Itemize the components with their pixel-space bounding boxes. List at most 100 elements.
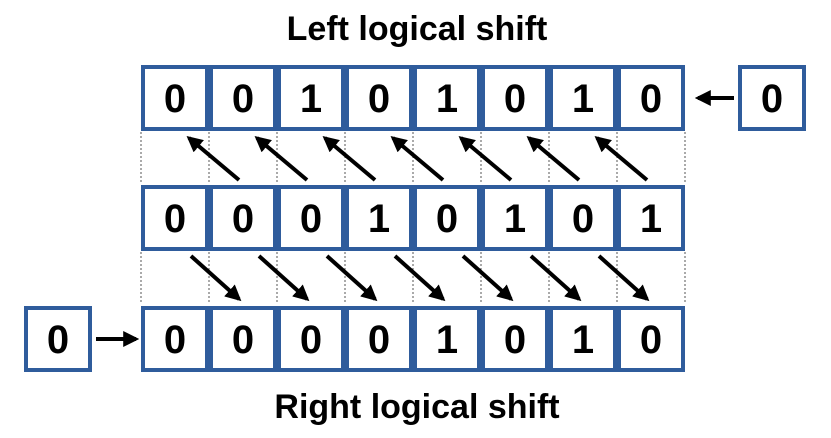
left-shift-arrow-3 xyxy=(322,135,377,182)
right-shift-row-bit-5: 0 xyxy=(481,306,549,372)
left-shift-row-bit-2-value: 1 xyxy=(300,77,322,121)
left-shift-row-bit-7-value: 0 xyxy=(640,77,662,121)
original-row-bit-7: 1 xyxy=(617,185,685,251)
left-shift-arrow-6 xyxy=(526,135,581,182)
right-shift-arrow-2 xyxy=(325,254,378,302)
right-shift-title: Right logical shift xyxy=(274,388,559,426)
original-row-bit-4-value: 0 xyxy=(436,197,458,241)
right-shift-row-bit-1-box xyxy=(209,306,277,372)
left-shift-title: Left logical shift xyxy=(287,10,548,48)
original-row-bit-6: 0 xyxy=(549,185,617,251)
original-row-bit-6-box xyxy=(549,185,617,251)
left-shift-row-bit-7: 0 xyxy=(617,65,685,131)
right-shift-arrow-6 xyxy=(597,254,650,302)
right-shift-row-bit-3-value: 0 xyxy=(368,318,390,362)
right-shift-row-bit-5-box xyxy=(481,306,549,372)
right-shift-row-bit-4-box xyxy=(413,306,481,372)
left-shift-row: 0 0 1 0 1 0 1 0 xyxy=(141,65,685,131)
original-row-bit-1-box xyxy=(209,185,277,251)
right-shift-row-bit-6: 1 xyxy=(549,306,617,372)
left-shift-row-bit-0-box xyxy=(141,65,209,131)
left-shift-row-bit-3-box xyxy=(345,65,413,131)
original-row-bit-7-box xyxy=(617,185,685,251)
right-shift-arrow-1 xyxy=(257,254,310,302)
original-row-bit-1-value: 0 xyxy=(232,197,254,241)
original-row-bit-7-value: 1 xyxy=(640,197,662,241)
left-shift-row-bit-2: 1 xyxy=(277,65,345,131)
original-row-bit-0-box xyxy=(141,185,209,251)
original-row: 0 0 0 1 0 1 0 1 xyxy=(141,185,685,251)
left-shift-row-bit-2-box xyxy=(277,65,345,131)
left-shift-row-bit-5-box xyxy=(481,65,549,131)
right-shift-arrow-5 xyxy=(529,254,582,302)
right-shift-row-bit-2-value: 0 xyxy=(300,318,322,362)
right-shift-row-bit-2-box xyxy=(277,306,345,372)
original-row-bit-2: 0 xyxy=(277,185,345,251)
left-shift-fill-in-bit-box xyxy=(738,65,806,131)
original-row-bit-2-box xyxy=(277,185,345,251)
original-row-bit-4: 0 xyxy=(413,185,481,251)
left-shift-row-bit-4-value: 1 xyxy=(436,77,458,121)
right-shift-arrow-3 xyxy=(393,254,446,302)
original-row-bit-0-value: 0 xyxy=(164,197,186,241)
left-shift-row-bit-6: 1 xyxy=(549,65,617,131)
left-shift-arrow-5 xyxy=(458,135,513,182)
left-shift-arrow-1 xyxy=(186,135,241,182)
left-shift-row-bit-4: 1 xyxy=(413,65,481,131)
right-shift-row-bit-6-box xyxy=(549,306,617,372)
right-shift-fill-in-bit: 0 xyxy=(24,306,92,372)
original-row-bit-6-value: 0 xyxy=(572,197,594,241)
original-row-bit-4-box xyxy=(413,185,481,251)
bit-rows: 0 0 1 0 1 0 1 0 0 0 0 1 0 1 0 1 0 0 0 0 1 0 1 0 0 0 xyxy=(24,65,806,372)
right-shift-fill-in-bit-value: 0 xyxy=(47,318,69,362)
original-row-bit-0: 0 xyxy=(141,185,209,251)
original-row-bit-1: 0 xyxy=(209,185,277,251)
left-shift-row-bit-7-box xyxy=(617,65,685,131)
right-shift-arrow-4 xyxy=(461,254,514,302)
left-shift-row-bit-1-box xyxy=(209,65,277,131)
right-shift-row-bit-0-value: 0 xyxy=(164,318,186,362)
right-shift-arrow-0 xyxy=(189,254,242,302)
left-shift-arrow-4 xyxy=(390,135,445,182)
left-shift-row-bit-3-value: 0 xyxy=(368,77,390,121)
original-row-bit-5-value: 1 xyxy=(504,197,526,241)
left-shift-row-bit-3: 0 xyxy=(345,65,413,131)
right-shift-row-bit-1: 0 xyxy=(209,306,277,372)
left-shift-arrow-2 xyxy=(254,135,309,182)
left-shift-row-bit-1-value: 0 xyxy=(232,77,254,121)
original-row-bit-5: 1 xyxy=(481,185,549,251)
left-shift-arrow-7 xyxy=(594,135,649,182)
right-shift-row-bit-3-box xyxy=(345,306,413,372)
left-shift-fill-in-bit-value: 0 xyxy=(761,77,783,121)
left-shift-row-bit-6-box xyxy=(549,65,617,131)
right-shift-row: 0 0 0 0 1 0 1 0 xyxy=(141,306,685,372)
right-shift-fill-in-bit-box xyxy=(24,306,92,372)
shift-arrows xyxy=(96,90,734,347)
right-shift-row-bit-7-box xyxy=(617,306,685,372)
original-row-bit-2-value: 0 xyxy=(300,197,322,241)
left-shift-row-bit-0-value: 0 xyxy=(164,77,186,121)
right-shift-row-bit-4: 1 xyxy=(413,306,481,372)
right-shift-row-bit-3: 0 xyxy=(345,306,413,372)
right-shift-row-bit-7-value: 0 xyxy=(640,318,662,362)
original-row-bit-5-box xyxy=(481,185,549,251)
right-shift-row-bit-7: 0 xyxy=(617,306,685,372)
left-shift-row-bit-6-value: 1 xyxy=(572,77,594,121)
right-shift-row-bit-4-value: 1 xyxy=(436,318,458,362)
left-shift-row-bit-5: 0 xyxy=(481,65,549,131)
left-shift-row-bit-1: 0 xyxy=(209,65,277,131)
right-shift-row-bit-0-box xyxy=(141,306,209,372)
guide-lines xyxy=(140,132,686,304)
original-row-bit-3: 1 xyxy=(345,185,413,251)
left-shift-row-bit-5-value: 0 xyxy=(504,77,526,121)
right-shift-row-bit-0: 0 xyxy=(141,306,209,372)
left-shift-row-bit-4-box xyxy=(413,65,481,131)
right-shift-row-bit-1-value: 0 xyxy=(232,318,254,362)
original-row-bit-3-value: 1 xyxy=(368,197,390,241)
right-shift-row-bit-5-value: 0 xyxy=(504,318,526,362)
original-row-bit-3-box xyxy=(345,185,413,251)
right-shift-row-bit-6-value: 1 xyxy=(572,318,594,362)
right-shift-row-bit-2: 0 xyxy=(277,306,345,372)
left-shift-fill-in-bit: 0 xyxy=(738,65,806,131)
